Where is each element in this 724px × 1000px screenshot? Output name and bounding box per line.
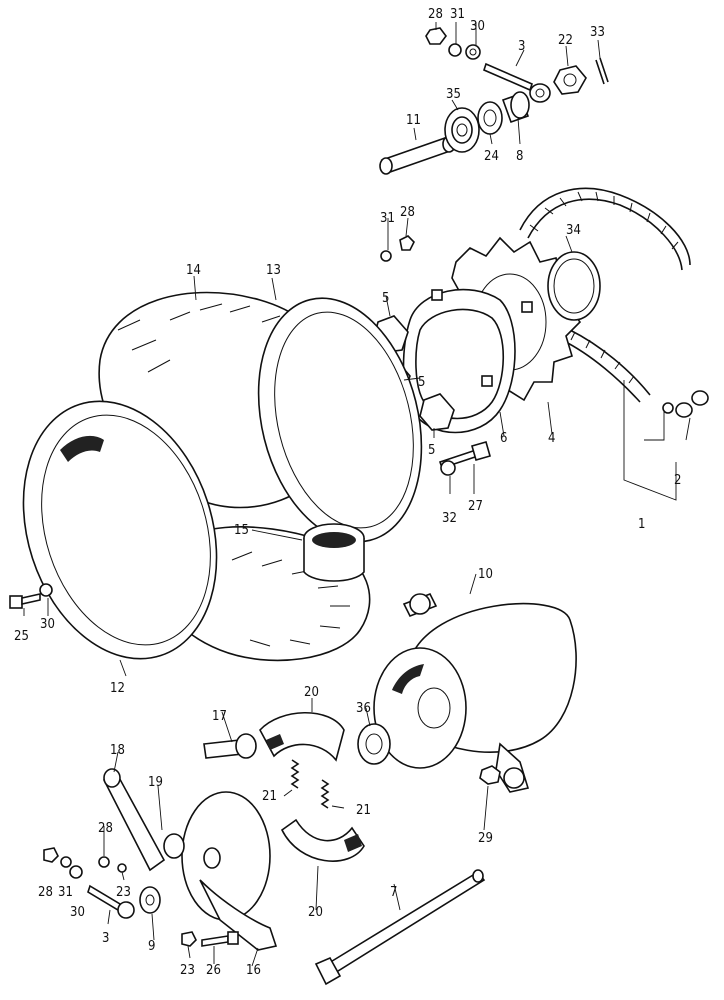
callout-7: 7 <box>390 885 397 900</box>
callout-20-upper: 20 <box>304 685 319 700</box>
collar-8 <box>501 91 530 124</box>
nut-29 <box>479 765 501 785</box>
callout-5-upper: 5 <box>382 291 389 306</box>
rear-hub-10 <box>373 592 577 793</box>
nut-28-mid <box>399 235 415 251</box>
brake-cam-17 <box>203 733 257 759</box>
callout-23-upper: 23 <box>116 885 131 900</box>
callout-8: 8 <box>516 149 523 164</box>
washer-30-left <box>39 583 53 597</box>
rim-12 <box>22 400 218 660</box>
callout-21-right: 21 <box>356 803 371 818</box>
callout-28-top: 28 <box>428 7 443 22</box>
brake-shoe-lower-20 <box>280 818 365 862</box>
callout-23-lower: 23 <box>180 963 195 978</box>
callout-14: 14 <box>186 263 201 278</box>
callout-30-lower-left: 30 <box>70 905 85 920</box>
callout-18: 18 <box>110 743 125 758</box>
callout-12: 12 <box>110 681 125 696</box>
lock-plate-34 <box>547 251 601 321</box>
callout-34: 34 <box>566 223 581 238</box>
callout-19: 19 <box>148 775 163 790</box>
nut-23 <box>181 931 197 947</box>
collar-9 <box>139 886 161 914</box>
callout-13: 13 <box>266 263 281 278</box>
callout-2: 2 <box>674 473 681 488</box>
brake-link-19 <box>163 833 185 859</box>
washer-30-top <box>465 44 481 60</box>
callout-30-top: 30 <box>470 19 485 34</box>
callout-26: 26 <box>206 963 221 978</box>
callout-21-left: 21 <box>262 789 277 804</box>
brake-arm-18 <box>102 768 166 872</box>
axle-nut-22 <box>553 65 587 95</box>
callout-22: 22 <box>558 33 573 48</box>
bearing-36 <box>357 723 391 765</box>
rim-13 <box>257 297 423 543</box>
callout-1: 1 <box>638 517 645 532</box>
callout-29: 29 <box>478 831 493 846</box>
callout-24: 24 <box>484 149 499 164</box>
callout-33: 33 <box>590 25 605 40</box>
callout-11: 11 <box>406 113 421 128</box>
callout-3-left: 3 <box>102 931 109 946</box>
callout-15: 15 <box>234 523 249 538</box>
chain-adjuster-left-3 <box>87 884 135 919</box>
callout-9: 9 <box>148 939 155 954</box>
callout-4: 4 <box>548 431 555 446</box>
callout-32: 32 <box>442 511 457 526</box>
bolt-26 <box>201 931 239 947</box>
rim-band-15 <box>303 523 365 582</box>
callout-25: 25 <box>14 629 29 644</box>
callout-36: 36 <box>356 701 371 716</box>
cotter-pin-33 <box>595 57 609 85</box>
callout-10: 10 <box>478 567 493 582</box>
brake-springs-21 <box>290 759 330 809</box>
callout-28-mid: 28 <box>400 205 415 220</box>
callout-35: 35 <box>446 87 461 102</box>
axle-7 <box>314 869 486 986</box>
callout-17: 17 <box>212 709 227 724</box>
callout-30-left: 30 <box>40 617 55 632</box>
callout-28-left-b: 28 <box>38 885 53 900</box>
callout-31-left: 31 <box>58 885 73 900</box>
collar-24 <box>477 101 503 135</box>
callout-28-left-a: 28 <box>98 821 113 836</box>
bolt-25 <box>9 593 41 609</box>
washer-32 <box>440 460 456 476</box>
nut-28-top <box>425 27 447 45</box>
callout-3-top: 3 <box>518 39 525 54</box>
brake-panel-16 <box>181 791 278 951</box>
callout-5-middle: 5 <box>418 375 425 390</box>
chain-adjuster-top <box>483 62 551 103</box>
leader-lines <box>23 22 691 967</box>
callout-31-mid: 31 <box>380 211 395 226</box>
callout-31-top: 31 <box>450 7 465 22</box>
axle-sleeve <box>379 135 456 175</box>
callout-5-lower: 5 <box>428 443 435 458</box>
callout-16: 16 <box>246 963 261 978</box>
callout-20-lower: 20 <box>308 905 323 920</box>
callout-27: 27 <box>468 499 483 514</box>
drive-chain <box>519 187 691 403</box>
callout-labels: 28 31 30 3 22 33 35 11 24 8 31 28 34 14 … <box>14 7 681 978</box>
washer-31-top <box>448 43 462 57</box>
bearing-35 <box>444 107 480 153</box>
chain-joint-link-2 <box>662 390 709 418</box>
callout-6: 6 <box>500 431 507 446</box>
brake-shoe-upper-20 <box>259 712 345 762</box>
left-small-hardware <box>43 847 127 879</box>
washer-31-mid <box>380 250 392 262</box>
